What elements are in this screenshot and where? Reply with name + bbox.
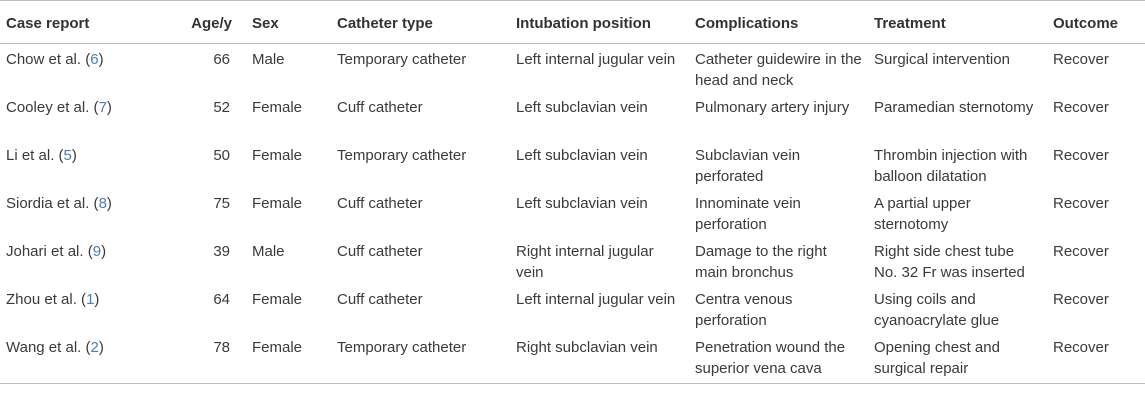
complications-cell: Damage to the right main bronchus — [695, 242, 827, 282]
header-treatment: Treatment — [868, 0, 1047, 44]
treatment-cell: Surgical intervention — [874, 50, 1010, 68]
intubation-position-cell: Left subclavian vein — [516, 146, 648, 164]
author-name: Siordia et al. — [6, 194, 90, 212]
treatment-cell: Opening chest and surgical repair — [868, 332, 1047, 384]
header-case-report: Case report — [0, 0, 166, 44]
outcome-cell: Recover — [1053, 50, 1109, 68]
table-row: Johari et al. (9) 39 Male Cuff catheter … — [0, 237, 1145, 285]
outcome-cell: Recover — [1053, 98, 1109, 116]
intubation-position-cell: Right internal jugular vein — [516, 242, 654, 282]
outcome-cell: Recover — [1053, 194, 1109, 212]
age-cell: 52 — [213, 98, 230, 116]
sex-cell: Female — [252, 146, 303, 164]
sex-cell: Female — [252, 290, 303, 308]
table-row: Wang et al. (2) 78 Female Temporary cath… — [0, 332, 1145, 384]
author-name: Zhou et al. — [6, 290, 77, 308]
treatment-cell: Using coils and cyanoacrylate glue — [874, 290, 1000, 330]
catheter-type-cell: Cuff catheter — [337, 290, 423, 308]
age-cell: 39 — [213, 242, 230, 260]
case-report-cell: Wang et al. (2) — [0, 332, 166, 384]
reference-link[interactable]: 7 — [98, 98, 107, 116]
catheter-type-cell: Cuff catheter — [337, 98, 423, 116]
case-report-cell: Li et al. (5) — [6, 146, 77, 164]
case-report-cell: Cooley et al. (7) — [6, 98, 112, 116]
case-report-cell: Zhou et al. (1) — [6, 290, 100, 308]
header-sex: Sex — [246, 0, 331, 44]
sex-cell: Female — [246, 332, 331, 384]
reference-link[interactable]: 5 — [63, 146, 72, 164]
table-row: Chow et al. (6) 66 Male Temporary cathet… — [0, 43, 1145, 93]
catheter-type-cell: Temporary catheter — [331, 332, 510, 384]
complications-cell: Centra venous perforation — [695, 290, 793, 330]
age-cell: 50 — [213, 146, 230, 164]
reference-link[interactable]: 1 — [86, 290, 95, 308]
sex-cell: Male — [252, 242, 285, 260]
complications-cell: Subclavian vein perforated — [695, 146, 801, 186]
age-cell: 75 — [213, 194, 230, 212]
age-cell: 64 — [213, 290, 230, 308]
age-cell: 78 — [166, 332, 246, 384]
table-row: Zhou et al. (1) 64 Female Cuff catheter … — [0, 285, 1145, 333]
author-name: Wang et al. — [6, 338, 82, 356]
outcome-cell: Recover — [1053, 242, 1109, 260]
table-header-row: Case report Age/y Sex Catheter type Intu… — [0, 0, 1145, 44]
table-row: Cooley et al. (7) 52 Female Cuff cathete… — [0, 93, 1145, 141]
catheter-type-cell: Cuff catheter — [337, 242, 423, 260]
sex-cell: Female — [252, 194, 303, 212]
sex-cell: Female — [252, 98, 303, 116]
case-report-cell: Siordia et al. (8) — [6, 194, 112, 212]
complications-cell: Innominate vein perforation — [695, 194, 801, 234]
treatment-cell: Thrombin injection with balloon dilatati… — [874, 146, 1028, 186]
case-report-table: Case report Age/y Sex Catheter type Intu… — [0, 0, 1145, 384]
reference-link[interactable]: 6 — [90, 50, 99, 68]
header-outcome: Outcome — [1047, 0, 1145, 44]
intubation-position-cell: Left subclavian vein — [516, 98, 648, 116]
case-report-cell: Chow et al. (6) — [6, 50, 104, 68]
age-cell: 66 — [213, 50, 230, 68]
treatment-cell: Paramedian sternotomy — [874, 98, 1034, 116]
reference-link[interactable]: 9 — [92, 242, 102, 260]
outcome-cell: Recover — [1053, 290, 1109, 308]
intubation-position-cell: Left internal jugular vein — [516, 290, 676, 308]
author-name: Li et al. — [6, 146, 55, 164]
header-complications: Complications — [689, 0, 868, 44]
intubation-position-cell: Left internal jugular vein — [516, 50, 676, 68]
treatment-cell: A partial upper sternotomy — [874, 194, 971, 234]
reference-link[interactable]: 2 — [90, 338, 99, 356]
outcome-cell: Recover — [1053, 146, 1109, 164]
header-catheter-type: Catheter type — [331, 0, 510, 44]
outcome-cell: Recover — [1047, 332, 1145, 384]
sex-cell: Male — [252, 50, 285, 68]
case-report-cell: Johari et al. (9) — [6, 242, 107, 260]
intubation-position-cell: Left subclavian vein — [516, 194, 648, 212]
author-name: Johari et al. — [6, 242, 84, 260]
header-age: Age/y — [166, 0, 246, 44]
catheter-type-cell: Temporary catheter — [337, 50, 467, 68]
table-row: Siordia et al. (8) 75 Female Cuff cathet… — [0, 189, 1145, 237]
table-row: Li et al. (5) 50 Female Temporary cathet… — [0, 141, 1145, 189]
reference-link[interactable]: 8 — [98, 194, 107, 212]
catheter-type-cell: Cuff catheter — [337, 194, 423, 212]
intubation-position-cell: Right subclavian vein — [510, 332, 689, 384]
complications-cell: Pulmonary artery injury — [695, 98, 850, 116]
author-name: Cooley et al. — [6, 98, 90, 116]
header-intubation-position: Intubation position — [510, 0, 689, 44]
treatment-cell: Right side chest tube No. 32 Fr was inse… — [874, 242, 1025, 282]
catheter-type-cell: Temporary catheter — [337, 146, 467, 164]
complications-cell: Penetration wound the superior vena cava — [689, 332, 868, 384]
author-name: Chow et al. — [6, 50, 82, 68]
complications-cell: Catheter guidewire in the head and neck — [695, 50, 862, 90]
